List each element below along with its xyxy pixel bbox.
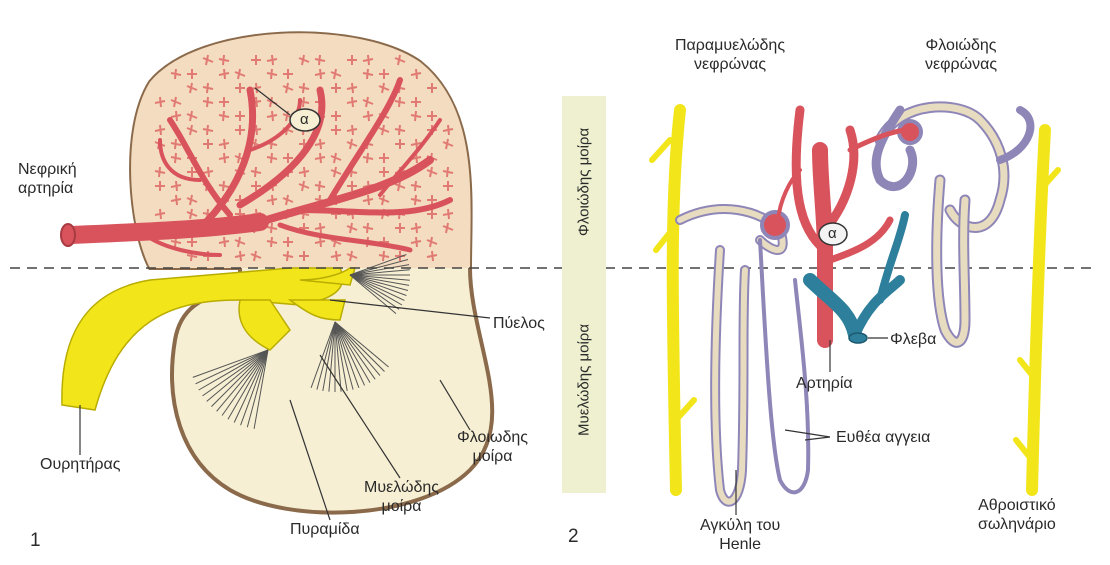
band-label-medulla: Μυελώδης μοίρα <box>576 324 593 436</box>
label-cortical-nephron: Φλοιώδης νεφρώνας <box>925 36 997 74</box>
label-ureter: Ουρητήρας <box>40 455 120 474</box>
band-label-cortex: Φλοιώδης μοίρα <box>576 128 593 236</box>
label-vein: Φλεβα <box>890 330 936 349</box>
label-pelvis: Πύελος <box>493 314 545 333</box>
label-vasa-recta: Ευθέα αγγεια <box>836 428 930 447</box>
label-renal-artery: Νεφρική αρτηρία <box>18 160 77 198</box>
leader-lines-2 <box>736 338 888 515</box>
marker-alpha-nephron-text: α <box>828 225 837 242</box>
label-loop-of-henle: Αγκύλη του Henle <box>700 516 780 554</box>
kidney-panel <box>61 33 492 520</box>
label-medulla: Μυελώδης μοίρα <box>364 478 439 516</box>
nephron-panel <box>652 107 1058 515</box>
label-juxtamedullary: Παραμυελώδης νεφρώνας <box>675 36 785 74</box>
label-artery: Αρτηρία <box>796 374 853 393</box>
juxtamedullary-nephron <box>680 209 808 502</box>
panel-number-1: 1 <box>30 530 41 552</box>
label-collecting-duct: Αθροιστικό σωληνάριο <box>978 496 1056 534</box>
label-cortex: Φλοιωδης μοίρα <box>457 428 528 466</box>
glomerulus-juxtamedullary <box>762 212 788 238</box>
renal-artery-end <box>61 224 75 246</box>
vein-end <box>849 333 867 343</box>
panel-number-2: 2 <box>568 526 579 548</box>
label-pyramid: Πυραμίδα <box>290 520 360 539</box>
marker-alpha-kidney-text: α <box>300 111 309 128</box>
